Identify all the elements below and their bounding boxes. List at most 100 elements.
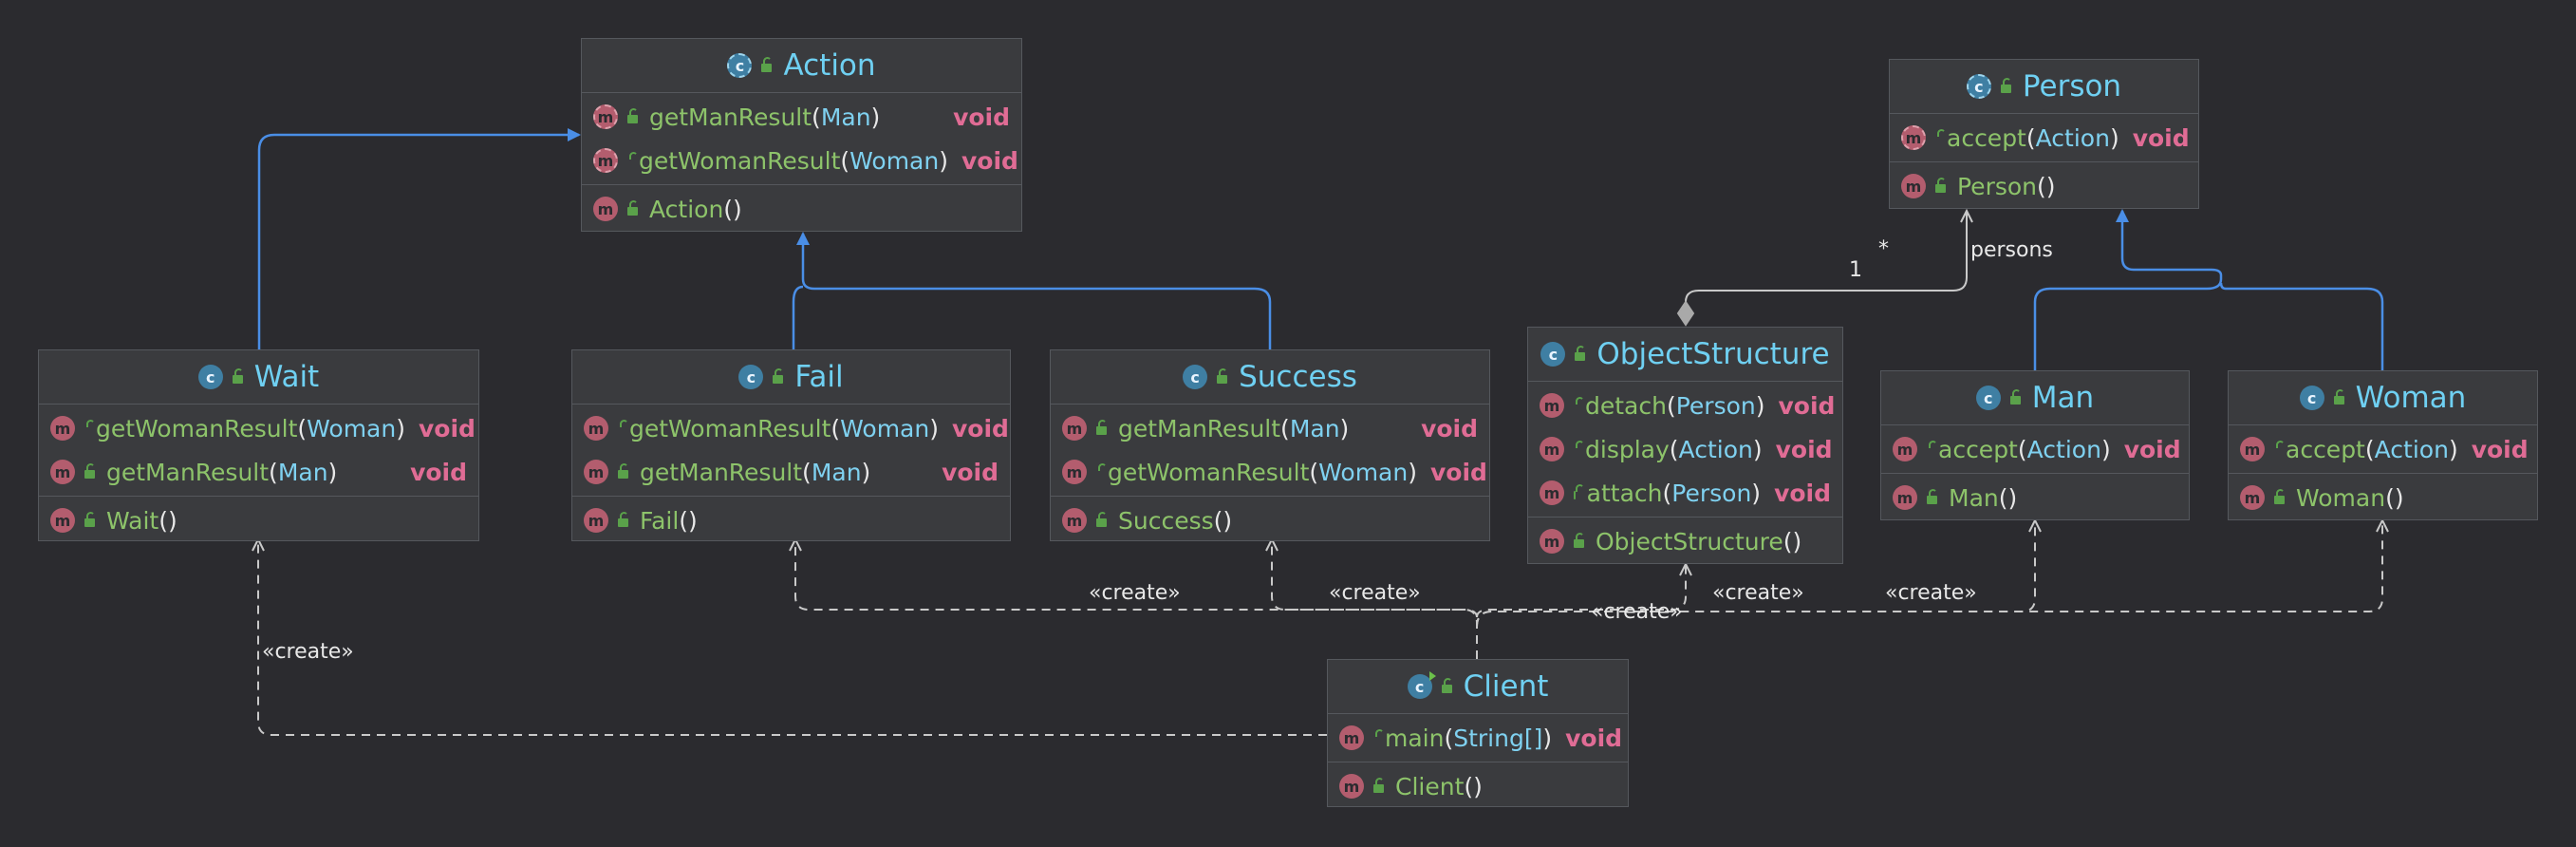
method-name: getManResult bbox=[649, 103, 812, 131]
return-type: void bbox=[961, 146, 1018, 175]
method-row[interactable]: m getManResult ( Man ) void bbox=[582, 95, 1021, 139]
paren-close: ) bbox=[327, 458, 338, 486]
constructor-row[interactable]: m Wait () bbox=[39, 499, 478, 542]
class-header: c Success bbox=[1051, 350, 1489, 405]
method-icon: m bbox=[1062, 416, 1087, 441]
method-row[interactable]: m display ( Action ) void bbox=[1528, 427, 1842, 471]
paren-close: ) bbox=[396, 414, 405, 442]
return-type: void bbox=[953, 103, 1010, 131]
class-name: Action bbox=[783, 48, 876, 83]
method-name: getWomanResult bbox=[629, 414, 831, 442]
class-wait[interactable]: c Wait m getWomanResult ( Woman ) void m… bbox=[38, 349, 479, 541]
constructor-name: Person bbox=[1957, 172, 2038, 200]
method-row[interactable]: m getWomanResult ( Woman ) void bbox=[1051, 450, 1489, 494]
constructor-section: m ObjectStructure () bbox=[1528, 518, 1842, 565]
method-row[interactable]: m getWomanResult ( Woman ) void bbox=[39, 406, 478, 450]
method-name: getManResult bbox=[106, 458, 270, 486]
constructor-row[interactable]: m Action () bbox=[582, 187, 1021, 231]
abstract-class-icon: c bbox=[1966, 74, 1991, 99]
class-icon: c bbox=[1975, 386, 2001, 410]
method-row[interactable]: m attach ( Person ) void bbox=[1528, 471, 1842, 515]
method-name: getWomanResult bbox=[96, 414, 298, 442]
method-row[interactable]: m detach ( Person ) void bbox=[1528, 384, 1842, 427]
constructor-section: m Action () bbox=[582, 185, 1021, 233]
constructor-name: Success bbox=[1118, 506, 1214, 535]
paren-open: ( bbox=[269, 458, 278, 486]
label-role-persons: persons bbox=[1970, 238, 2053, 262]
param-type: Action bbox=[2026, 435, 2101, 463]
method-name: getManResult bbox=[1118, 414, 1281, 442]
public-lock-icon bbox=[773, 367, 784, 384]
paren-open: ( bbox=[831, 414, 841, 442]
paren-close: ) bbox=[1542, 724, 1553, 752]
paren-open: ( bbox=[840, 146, 850, 175]
methods-section: m getWomanResult ( Woman ) void m getMan… bbox=[572, 405, 1010, 497]
empty-parens: () bbox=[1213, 506, 1233, 535]
method-row[interactable]: m main ( String[] ) void bbox=[1328, 716, 1628, 760]
method-row[interactable]: m getManResult ( Man ) void bbox=[1051, 406, 1489, 450]
method-row[interactable]: m getWomanResult ( Woman ) void bbox=[582, 139, 1021, 182]
class-header: c Woman bbox=[2229, 371, 2537, 425]
method-icon: m bbox=[1339, 774, 1364, 799]
return-type: void bbox=[1565, 724, 1623, 752]
paren-close: ) bbox=[1339, 414, 1350, 442]
methods-section: m main ( String[] ) void bbox=[1328, 714, 1628, 762]
method-icon: m bbox=[1893, 437, 1917, 461]
param-type: Woman bbox=[840, 414, 930, 442]
paren-close: ) bbox=[2100, 435, 2111, 463]
return-type: void bbox=[1421, 414, 1478, 442]
class-man[interactable]: c Man m accept ( Action ) void m Man () bbox=[1880, 370, 2190, 520]
constructor-row[interactable]: m Person () bbox=[1890, 164, 2198, 208]
method-icon: m bbox=[1893, 485, 1917, 510]
public-lock-icon bbox=[1217, 367, 1228, 384]
label-create-woman: «create» bbox=[1885, 581, 1977, 605]
aggregation-diamond bbox=[1676, 300, 1695, 327]
public-lock-icon bbox=[2274, 488, 2285, 504]
class-header: c Action bbox=[582, 39, 1021, 93]
class-client[interactable]: c Client m main ( String[] ) void m Clie… bbox=[1327, 659, 1629, 807]
label-multiplicity-many: * bbox=[1878, 237, 1889, 261]
class-objectstructure[interactable]: c ObjectStructure m detach ( Person ) vo… bbox=[1527, 327, 1843, 564]
class-action[interactable]: c Action m getManResult ( Man ) void m g… bbox=[581, 38, 1022, 232]
method-row[interactable]: m accept ( Action ) void bbox=[1881, 427, 2189, 471]
class-header: c Person bbox=[1890, 60, 2198, 114]
class-success[interactable]: c Success m getManResult ( Man ) void m … bbox=[1050, 349, 1490, 541]
method-row[interactable]: m getManResult ( Man ) void bbox=[572, 450, 1010, 494]
constructor-row[interactable]: m Woman () bbox=[2229, 476, 2537, 519]
label-create-wait: «create» bbox=[262, 640, 354, 664]
method-row[interactable]: m accept ( Action ) void bbox=[1890, 116, 2198, 160]
return-type: void bbox=[1429, 458, 1487, 486]
method-name: getManResult bbox=[640, 458, 803, 486]
constructor-row[interactable]: m Success () bbox=[1051, 499, 1489, 542]
method-icon: m bbox=[1062, 460, 1087, 484]
constructor-row[interactable]: m Man () bbox=[1881, 476, 2189, 519]
class-name: Man bbox=[2031, 381, 2095, 415]
edge-success-extends-action bbox=[796, 232, 1272, 349]
class-icon: c bbox=[738, 365, 764, 389]
empty-parens: () bbox=[2385, 483, 2404, 512]
class-woman[interactable]: c Woman m accept ( Action ) void m Woman… bbox=[2228, 370, 2538, 520]
method-row[interactable]: m getWomanResult ( Woman ) void bbox=[572, 406, 1010, 450]
paren-open: ( bbox=[802, 458, 812, 486]
method-name: getWomanResult bbox=[1108, 458, 1310, 486]
class-fail[interactable]: c Fail m getWomanResult ( Woman ) void m… bbox=[571, 349, 1011, 541]
public-lock-icon bbox=[1575, 345, 1586, 361]
method-icon: m bbox=[50, 460, 75, 484]
method-icon: m bbox=[1540, 437, 1564, 461]
constructor-row[interactable]: m Client () bbox=[1328, 764, 1628, 808]
class-person[interactable]: c Person m accept ( Action ) void m Pers… bbox=[1889, 59, 2199, 209]
abstract-method-icon: m bbox=[1901, 125, 1926, 150]
method-row[interactable]: m accept ( Action ) void bbox=[2229, 427, 2537, 471]
param-type: Woman bbox=[849, 146, 940, 175]
class-icon: c bbox=[1183, 365, 1208, 389]
method-row[interactable]: m getManResult ( Man ) void bbox=[39, 450, 478, 494]
paren-open: ( bbox=[2017, 435, 2027, 463]
paren-close: ) bbox=[1751, 479, 1762, 507]
paren-open: ( bbox=[1669, 435, 1679, 463]
method-icon: m bbox=[2240, 437, 2265, 461]
paren-open: ( bbox=[2025, 123, 2036, 152]
constructor-row[interactable]: m ObjectStructure () bbox=[1528, 519, 1842, 563]
empty-parens: () bbox=[723, 195, 742, 223]
methods-section: m accept ( Action ) void bbox=[2229, 425, 2537, 474]
constructor-row[interactable]: m Fail () bbox=[572, 499, 1010, 542]
